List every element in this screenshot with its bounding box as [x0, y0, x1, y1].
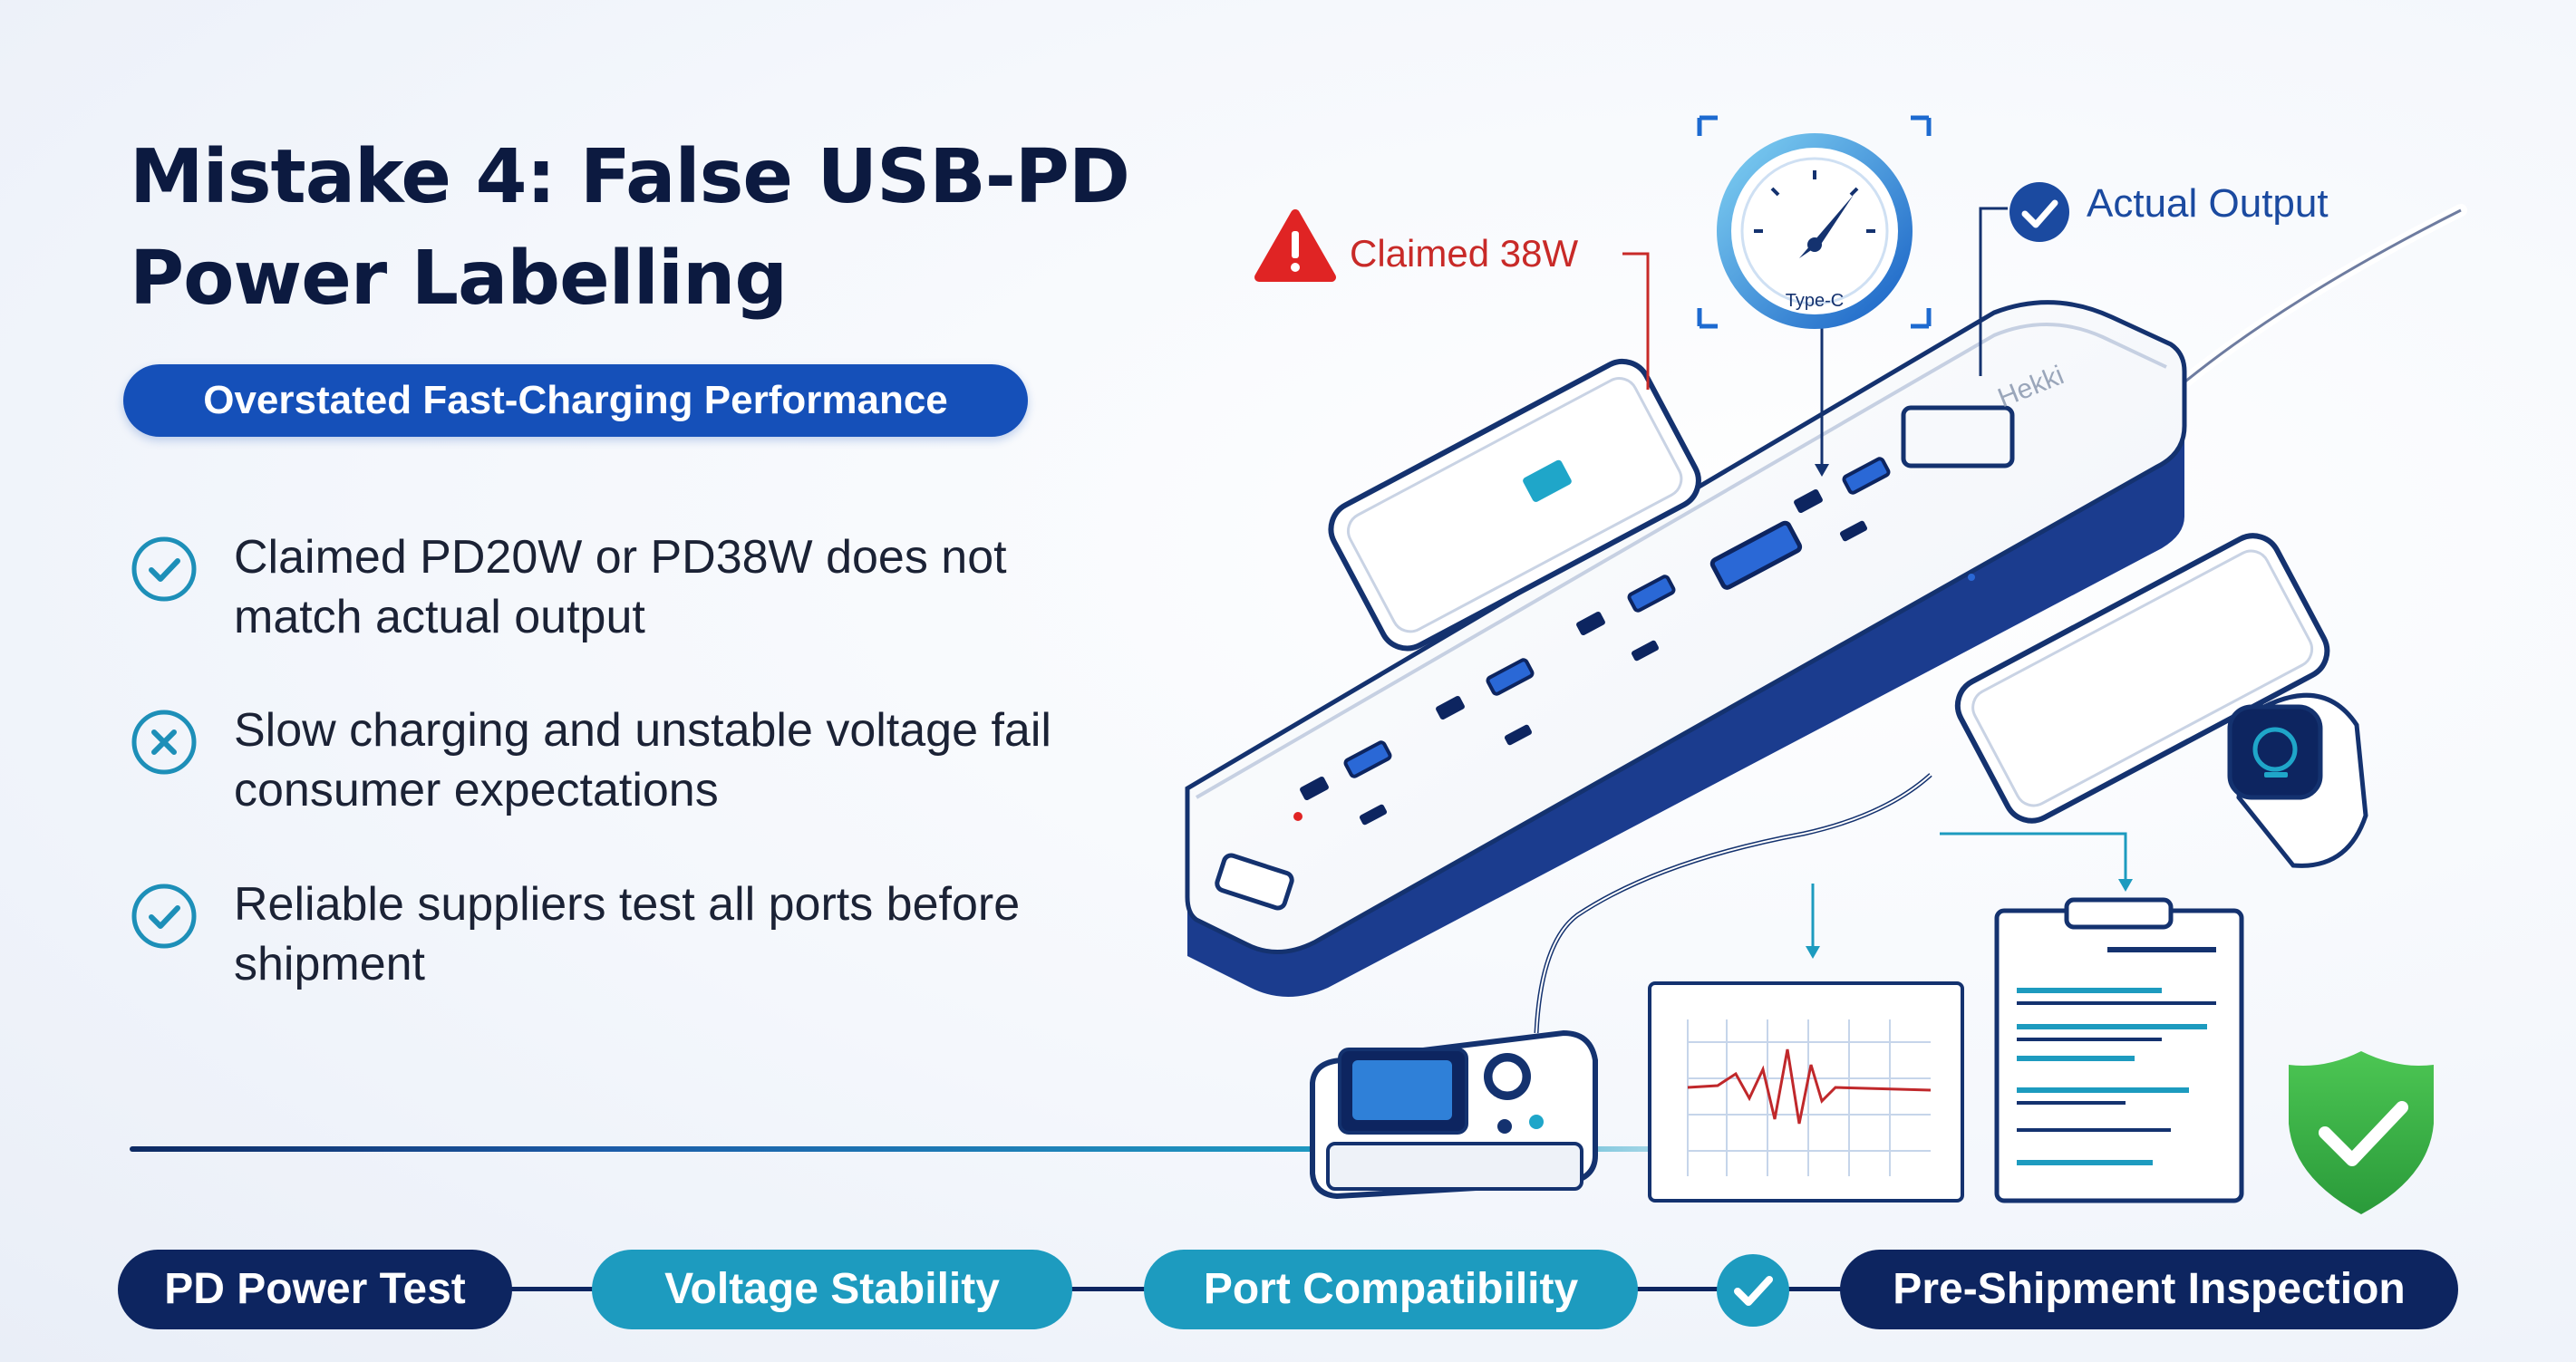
divider-line [130, 1146, 1725, 1152]
shield-check-icon [2289, 1051, 2434, 1214]
inspection-report [1994, 897, 2244, 1203]
bullet-text: Reliable suppliers test all ports before… [234, 878, 1021, 990]
subtitle-pill: Overstated Fast-Charging Performance [123, 364, 1028, 437]
smartphone-left [1328, 358, 1701, 652]
check-circle-icon [131, 536, 197, 602]
power-gauge: Type-C [1697, 115, 1932, 329]
gauge-label: Type-C [1786, 291, 1844, 311]
step-port-compatibility: Port Compatibility [1144, 1250, 1638, 1329]
warning-icon [1254, 209, 1336, 282]
power-strip: Hekki [1185, 300, 2187, 997]
step-pd-power-test: PD Power Test [118, 1250, 512, 1329]
bullet-text: Claimed PD20W or PD38W does not match ac… [234, 531, 1007, 643]
smartwatch [2227, 692, 2368, 868]
page-title: Mistake 4: False USB-PD Power Labelling [130, 134, 1130, 322]
bullet-text: Slow charging and unstable voltage fail … [234, 704, 1051, 816]
usb-power-tester [1310, 1029, 1598, 1200]
actual-output-callout: Actual Output [2087, 181, 2329, 226]
voltage-chart-card [1648, 981, 1964, 1203]
check-circle-icon [131, 884, 197, 949]
claimed-power-callout: Claimed 38W [1350, 232, 1579, 275]
x-circle-icon [131, 710, 197, 775]
smartphone-right [1954, 533, 2330, 824]
step-pre-shipment-inspection: Pre-Shipment Inspection [1840, 1250, 2458, 1329]
step-voltage-stability: Voltage Stability [592, 1250, 1072, 1329]
step-connector [508, 1287, 598, 1291]
check-circle-icon [2009, 182, 2069, 242]
step-connector [1065, 1287, 1147, 1291]
check-circle-icon [1717, 1254, 1789, 1327]
